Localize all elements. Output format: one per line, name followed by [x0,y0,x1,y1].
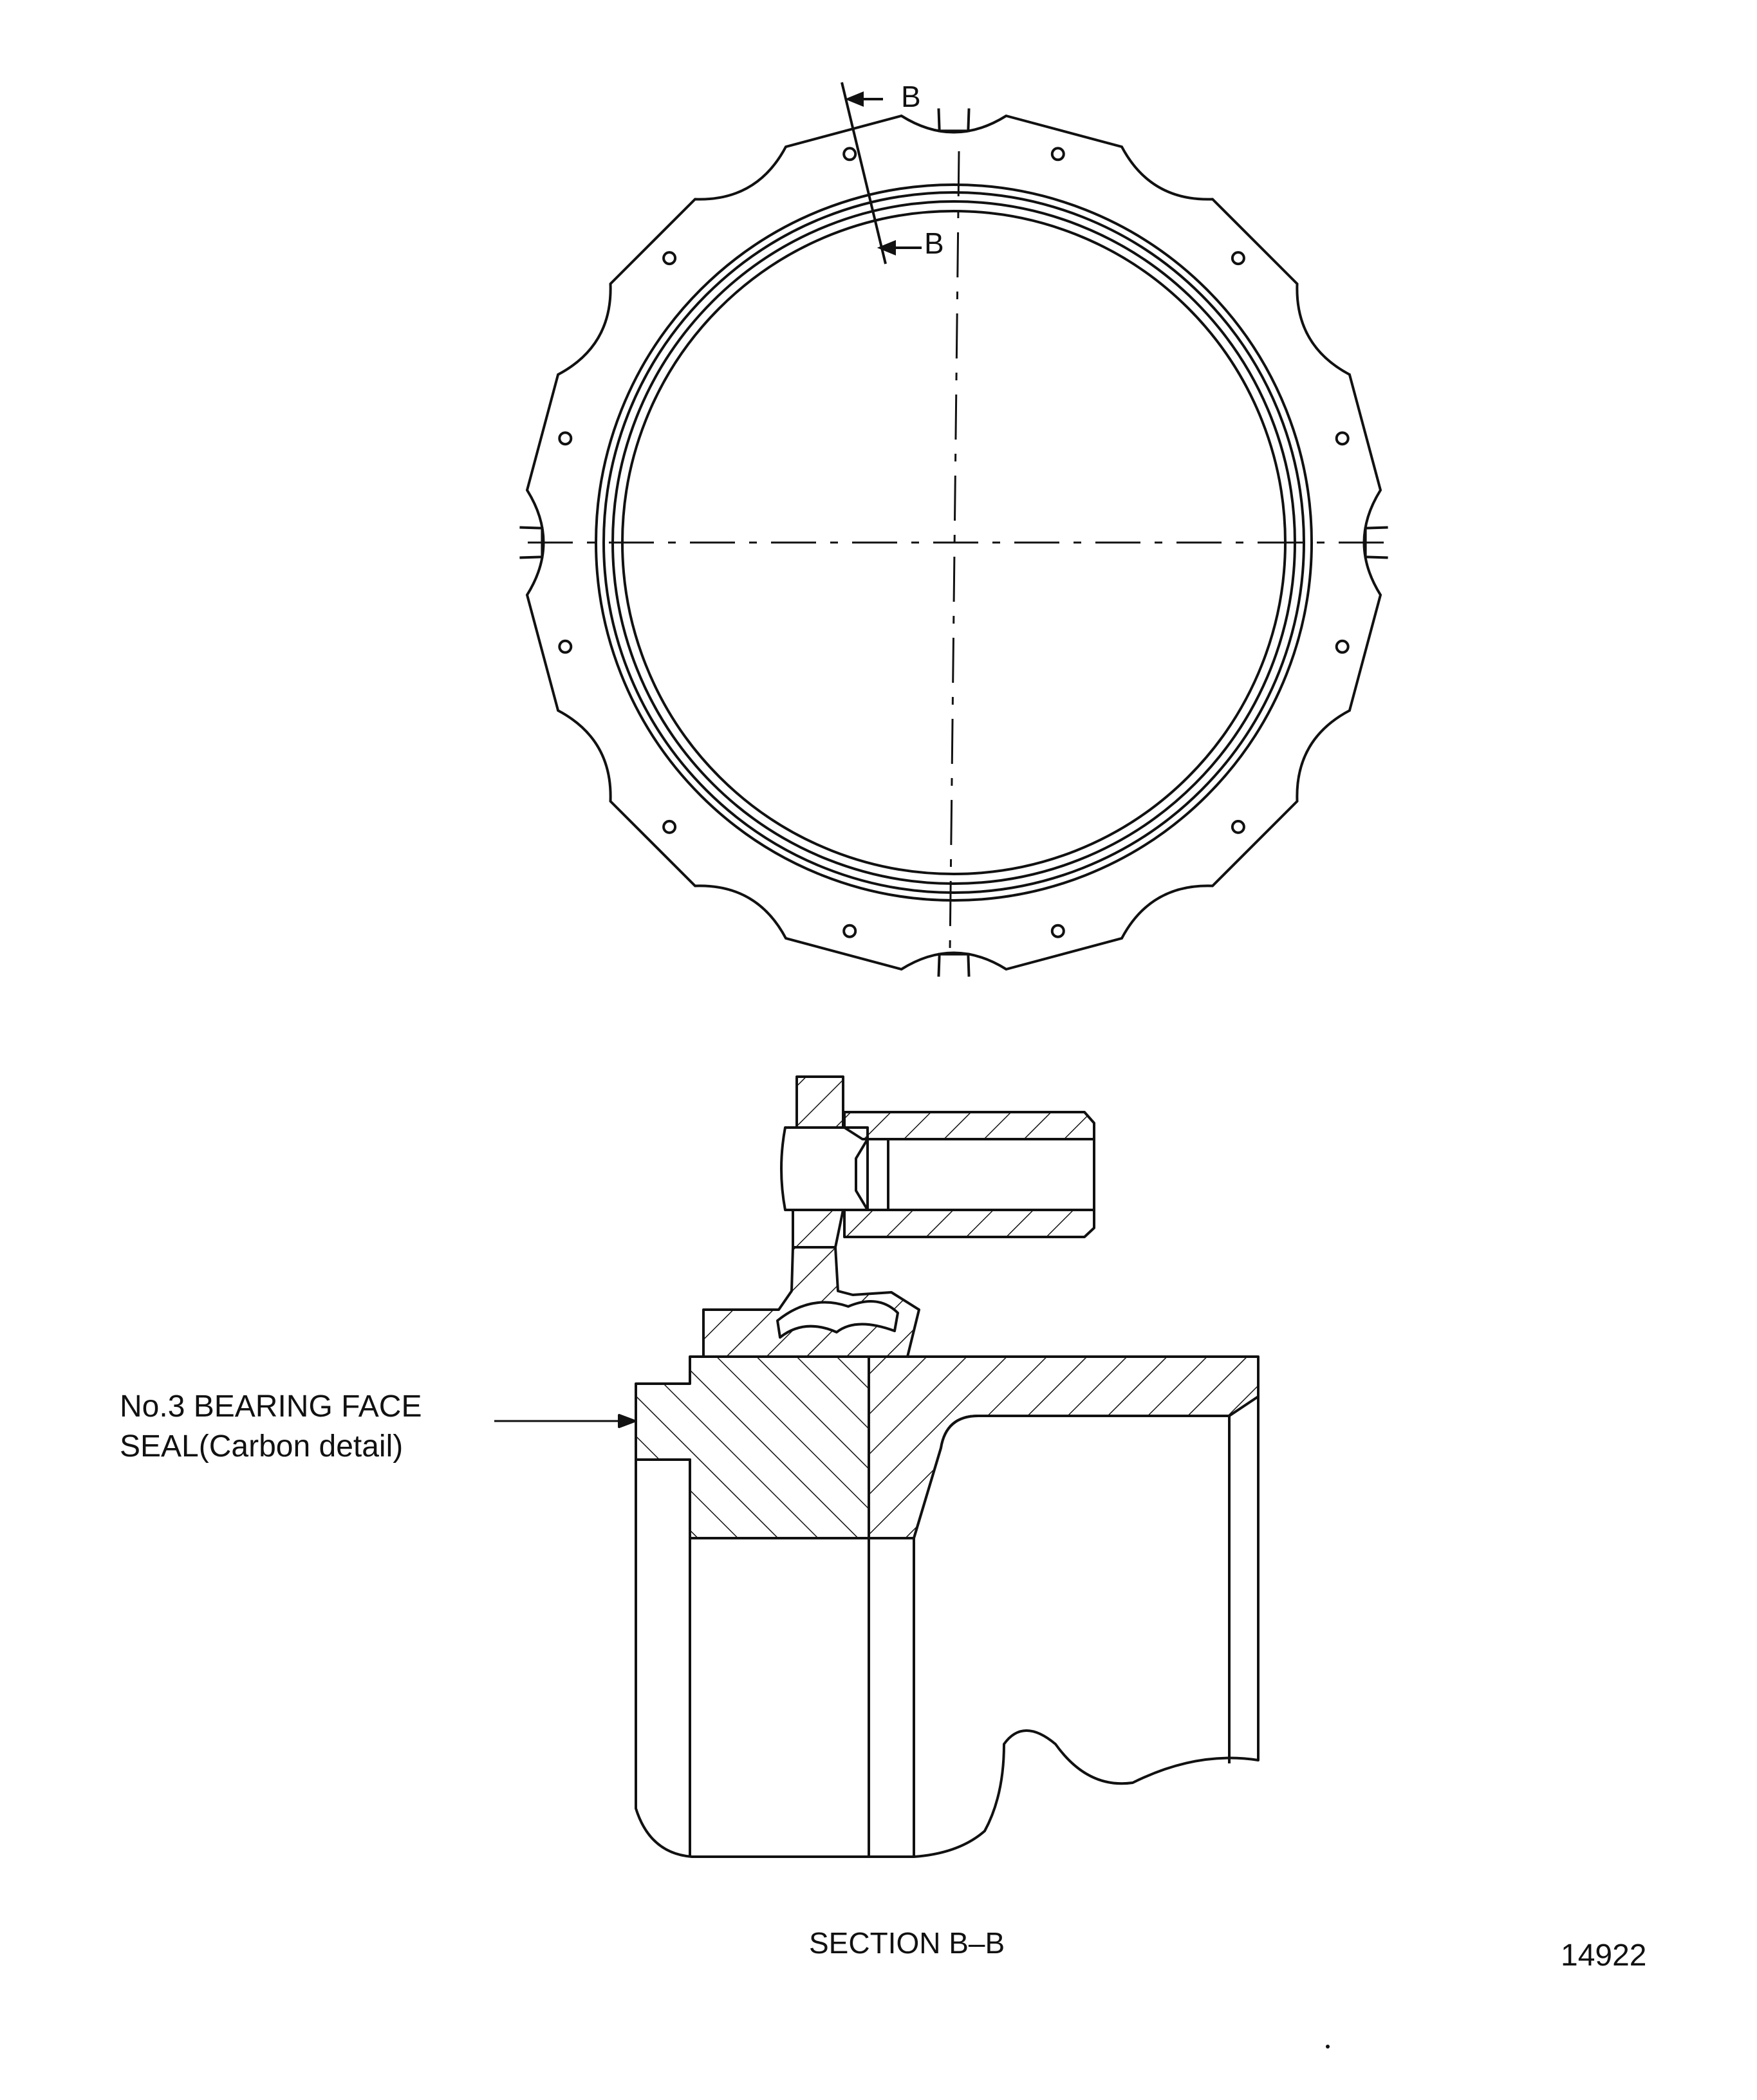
bolt-hole [1335,431,1350,446]
seal-callout-line2: SEAL(Carbon detail) [120,1429,404,1463]
centerlines [528,151,1393,950]
ring-slot [937,952,971,977]
section-marker-top: B [901,80,921,113]
housing-lines [689,1416,1231,1857]
ring-circle-2 [602,191,1305,894]
seal-callout-line1: No.3 BEARING FACE [120,1389,422,1424]
bolt-hole [1231,251,1245,266]
carrier-groove [776,1300,899,1339]
housing-body [635,1395,1260,1858]
ring-top-view [519,82,1393,977]
vertical-centerline [949,151,960,950]
seal-callout: No.3 BEARING FACE SEAL(Carbon detail) [120,1387,422,1467]
section-cut-line [841,82,922,265]
bolt-hole [662,819,677,834]
bolt-flange [780,1126,869,1211]
bolt-hole [1050,924,1065,938]
seal-callout-leader [494,1414,636,1428]
bolt-hole [1335,639,1350,654]
section-b-b [494,1075,1260,1858]
bolt-holes [519,108,1388,977]
bolt-hole [842,147,857,162]
seal-carrier-section [702,1246,920,1358]
section-marker-bottom: B [924,227,944,260]
ring-scalloped-outline [525,114,1382,971]
bolt-hole [1231,819,1245,834]
section-caption: SECTION B–B [809,1926,1005,1960]
speck [1326,2045,1330,2049]
ring-slot [937,108,971,133]
bolt-hole [842,924,857,938]
ring-circle-outer [595,183,1313,902]
bolt-hole [662,251,677,266]
bolt-hole [558,639,573,654]
bolt-hole [1050,147,1065,162]
bolt-hole [558,431,573,446]
bolt-sleeve-upper [843,1111,1095,1140]
bolt-stem-section [792,1209,844,1249]
bolt-bore [855,1138,1095,1211]
bolt-sleeve-lower [843,1209,1095,1238]
figure-number: 14922 [1561,1938,1647,1973]
